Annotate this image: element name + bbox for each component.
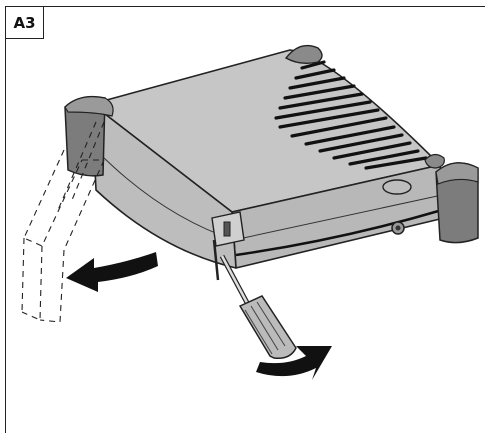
side-oval <box>382 179 412 195</box>
panel-frame <box>5 6 485 433</box>
figure-label: A3 <box>13 13 36 32</box>
device-seam-right <box>233 194 443 241</box>
figure-label-box: A3 <box>5 6 44 39</box>
arrow-right <box>256 346 332 380</box>
foot-small <box>424 153 445 169</box>
foot-top <box>284 44 323 65</box>
detached-foot-dashed <box>21 121 105 323</box>
screwdriver <box>219 254 297 360</box>
arrow-left <box>66 252 158 292</box>
device-front-face <box>91 103 237 269</box>
device-seam-right-dark <box>235 208 443 257</box>
vent-slots <box>274 60 428 170</box>
